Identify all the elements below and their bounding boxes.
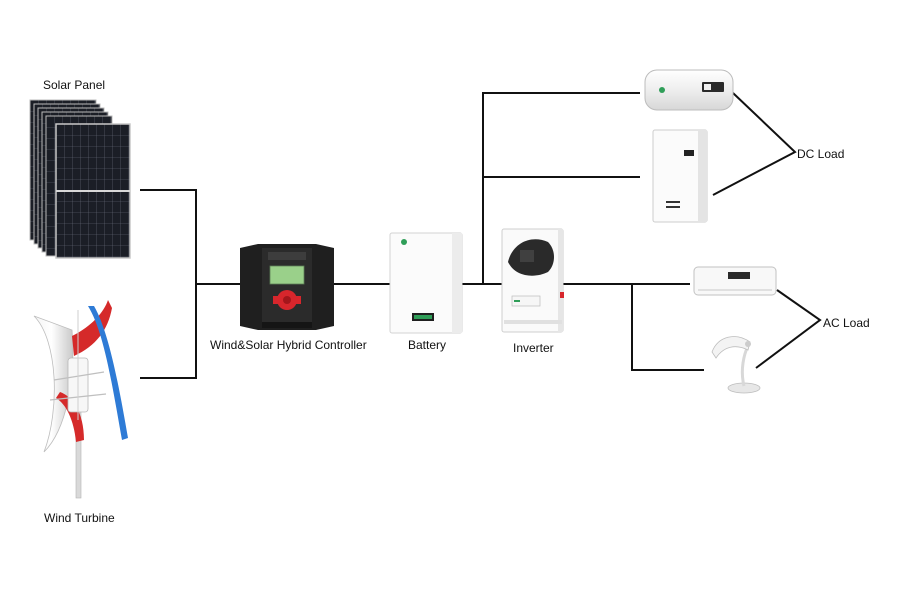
wire-dc-load-bracket [712, 92, 797, 196]
battery-label: Battery [408, 338, 447, 352]
wind-turbine-icon [33, 300, 128, 499]
wires [140, 92, 822, 379]
inverter-icon [501, 228, 564, 333]
water-heater-icon [644, 69, 734, 111]
wire-dc-bus [482, 92, 640, 284]
wind-turbine-label: Wind Turbine [44, 511, 115, 525]
dc-load-label: DC Load [797, 147, 845, 161]
ac-load-label: AC Load [823, 316, 870, 330]
wall-boiler-icon [652, 129, 708, 223]
air-conditioner-icon [693, 266, 777, 296]
controller-label: Wind&Solar Hybrid Controller [210, 338, 367, 352]
solar-panel-icon [29, 99, 131, 259]
wire-ac-load-bracket [755, 289, 822, 369]
wire-solar-to-bus [140, 189, 197, 379]
solar-panel-label: Solar Panel [43, 78, 106, 92]
hybrid-controller-icon [240, 244, 334, 330]
battery-icon [389, 232, 463, 334]
wire-inverter-to-ac [563, 283, 704, 371]
desk-lamp-icon [711, 336, 761, 394]
inverter-label: Inverter [513, 341, 554, 355]
